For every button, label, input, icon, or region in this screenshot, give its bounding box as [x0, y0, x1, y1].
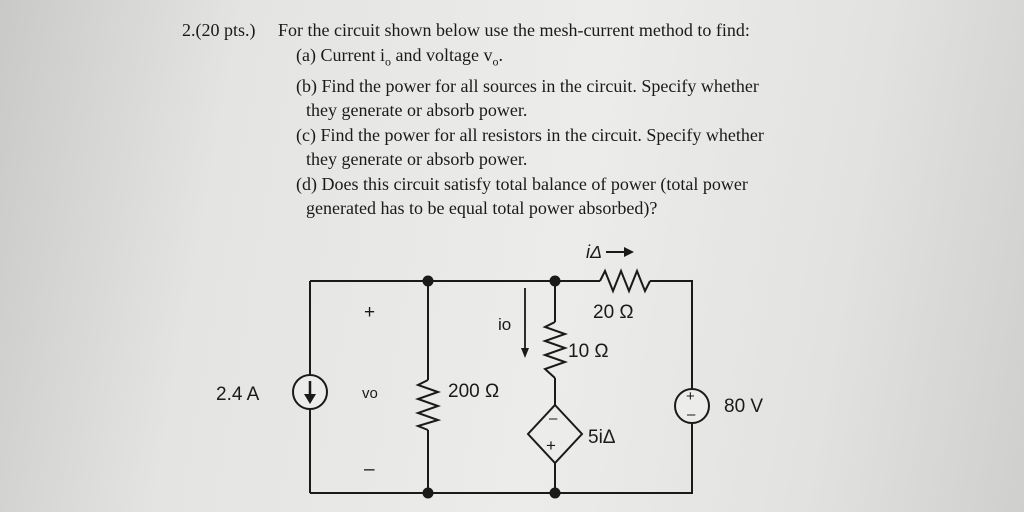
resistor-20-ohm	[599, 268, 651, 294]
arrow-down-icon	[304, 394, 316, 404]
current-source-label: 2.4 A	[216, 384, 260, 405]
part-c-line1: (c) Find the power for all resistors in …	[296, 124, 764, 145]
dep-source-minus: –	[549, 410, 558, 427]
part-d-line1: (d) Does this circuit satisfy total bala…	[296, 173, 748, 194]
problem-text: For the circuit shown below use the mesh…	[278, 18, 818, 221]
node-top-10	[549, 275, 561, 287]
node-top-200	[422, 275, 434, 287]
v80-label: 80 V	[724, 396, 763, 417]
resistor-10-ohm	[541, 321, 569, 379]
problem-number: 2.(20 pts.)	[182, 20, 256, 40]
vo-plus-sign: +	[364, 302, 375, 323]
vo-minus-sign: –	[364, 459, 375, 480]
voltage-source-80v	[674, 388, 710, 424]
bottom-wire	[310, 422, 693, 494]
r20-label: 20 Ω	[593, 302, 634, 323]
top-wire-right	[650, 280, 693, 390]
resistor-200-ohm	[414, 379, 442, 431]
r10-label: 10 Ω	[568, 341, 609, 362]
v80-plus-sign: +	[686, 388, 695, 405]
node-bottom-dep	[549, 487, 561, 499]
part-a: (a) Current io and voltage vo.	[296, 44, 503, 69]
vo-label: vo	[362, 385, 378, 402]
part-c-line2: they generate or absorb power.	[306, 149, 528, 170]
part-d-line2: generated has to be equal total power ab…	[306, 198, 658, 219]
dependent-voltage-source	[526, 403, 584, 465]
r200-label: 200 Ω	[448, 381, 499, 402]
io-arrow-icon	[521, 288, 529, 358]
part-b-line2: they generate or absorb power.	[306, 100, 528, 121]
io-label: io	[498, 315, 511, 334]
dep-source-label: 5iΔ	[588, 427, 616, 448]
idelta-arrow-icon	[606, 247, 634, 257]
v80-minus-sign: –	[687, 406, 696, 423]
part-b-line1: (b) Find the power for all sources in th…	[296, 75, 759, 96]
problem-intro: For the circuit shown below use the mesh…	[278, 20, 750, 40]
dep-source-plus: +	[546, 436, 556, 455]
idelta-label: iΔ	[586, 242, 602, 262]
node-bottom-200	[422, 487, 434, 499]
current-source-2-4a	[292, 374, 328, 410]
